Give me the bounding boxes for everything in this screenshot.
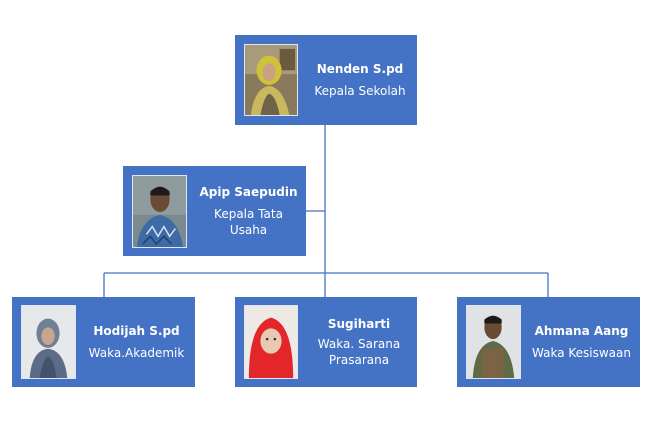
deputy-akademik-name: Hodijah S.pd <box>93 324 180 338</box>
man-photo-icon <box>466 305 521 379</box>
node-deputy-sarana[interactable]: Sugiharti Waka. Sarana Prasarana <box>235 297 417 387</box>
node-deputy-akademik[interactable]: Hodijah S.pd Waka.Akademik <box>12 297 195 387</box>
node-head[interactable]: Nenden S.pd Kepala Sekolah <box>235 35 417 125</box>
deputy-kesiswaan-role: Waka Kesiswaan <box>532 346 631 360</box>
man-photo-icon <box>132 175 187 248</box>
deputy-sarana-role-line1: Waka. Sarana <box>317 337 401 351</box>
deputy-sarana-role-line2: Prasarana <box>328 353 390 367</box>
woman-hijab-photo-icon <box>244 44 298 116</box>
head-role: Kepala Sekolah <box>314 84 406 98</box>
woman-red-hijab-photo-icon <box>244 305 298 379</box>
admin-name: Apip Saepudin <box>199 185 298 199</box>
woman-hijab-photo-icon <box>21 305 76 379</box>
deputy-akademik-role: Waka.Akademik <box>88 346 185 360</box>
admin-role: Kepala Tata Usaha <box>214 207 283 237</box>
deputy-sarana-name: Sugiharti <box>327 317 391 331</box>
node-admin[interactable]: Apip Saepudin Kepala Tata Usaha <box>123 166 306 256</box>
node-deputy-kesiswaan[interactable]: Ahmana Aang Waka Kesiswaan <box>457 297 640 387</box>
deputy-kesiswaan-name: Ahmana Aang <box>534 324 629 338</box>
head-name: Nenden S.pd <box>316 62 404 76</box>
